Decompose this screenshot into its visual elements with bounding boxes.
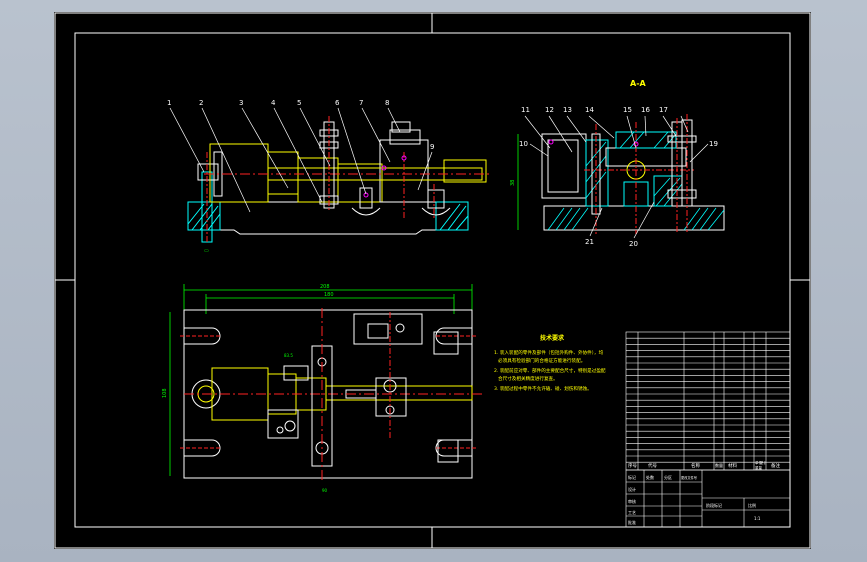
balloon-2: 2 (199, 99, 203, 107)
dim-plan-left: 108 (162, 388, 168, 398)
balloon-9: 9 (430, 143, 434, 151)
dim-section-height: 38 (510, 180, 516, 186)
section-view-balloons: 11 12 13 14 15 16 17 10 19 20 21 (519, 106, 718, 248)
assembly-drawing: ▭ 1 2 3 4 5 6 7 8 9 A-A (54, 12, 811, 549)
balloon-21: 21 (585, 238, 594, 246)
dim-plan-bottom: 90 (322, 488, 328, 493)
balloon-8: 8 (385, 99, 389, 107)
balloon-19: 19 (709, 140, 718, 148)
tb-label-approve: 批准 (628, 519, 636, 525)
balloon-11: 11 (521, 106, 530, 114)
tech-req-line-3: 2. 装配前应对零、部件的主要配合尺寸，特别是过盈配 (494, 367, 606, 374)
balloon-16: 16 (641, 106, 650, 114)
bom-header-mass: 重量 (755, 465, 763, 470)
balloon-7: 7 (359, 99, 363, 107)
balloon-5: 5 (297, 99, 301, 107)
bom-header-total: 总计 (760, 460, 768, 465)
cad-viewport[interactable]: ▭ 1 2 3 4 5 6 7 8 9 A-A (54, 12, 811, 549)
balloon-13: 13 (563, 106, 572, 114)
tech-req-line-4: 合尺寸及相关精度进行复查。 (498, 375, 558, 382)
balloon-10: 10 (519, 140, 528, 148)
balloon-17: 17 (659, 106, 668, 114)
front-view-balloons: 1 2 3 4 5 6 7 8 9 (167, 99, 434, 213)
balloon-6: 6 (335, 99, 340, 107)
balloon-14: 14 (585, 106, 594, 114)
tech-req-title: 技术要求 (540, 334, 565, 342)
tb-label-design: 设计 (628, 486, 636, 492)
bom-header-material: 材料 (728, 462, 737, 469)
balloon-12: 12 (545, 106, 554, 114)
bom-header-qty: 数量 (715, 462, 723, 468)
technical-requirements: 技术要求 1. 装入装配的零件及部件（包括外购件、外协件），均 必须具有检验部门… (494, 334, 606, 392)
title-block: 标记 处数 分区 更改文件号 设计 审核 工艺 批准 阶段标记 比例 1:1 (625, 469, 791, 528)
tb-label-zone: 分区 (664, 474, 672, 480)
drawing-frame (74, 32, 791, 528)
balloon-4: 4 (271, 99, 276, 107)
bom-header-unit: 单件 (755, 460, 763, 465)
tb-label-process: 工艺 (628, 510, 636, 515)
balloon-1: 1 (167, 99, 171, 107)
tb-scale-value: 1:1 (754, 516, 761, 521)
dim-inner: 180 (324, 292, 334, 298)
balloon-3: 3 (239, 99, 243, 107)
plan-view: 208 180 108 (162, 284, 484, 493)
tb-scale-label: 比例 (748, 502, 756, 508)
tb-label-mark: 标记 (628, 474, 636, 480)
tech-req-line-5: 3. 装配过程中零件不允许磕、碰、划伤和锈蚀。 (494, 385, 592, 392)
tb-label-review: 审核 (628, 498, 636, 504)
bom-header-code: 代号 (648, 462, 657, 469)
tech-req-line-2: 必须具有检验部门的合格证方能进行装配。 (498, 357, 585, 364)
tb-stage-label: 阶段标记 (706, 502, 722, 508)
section-view: 38 (510, 114, 725, 234)
tb-label-count: 处数 (646, 474, 654, 480)
svg-text:▭: ▭ (204, 248, 209, 254)
tech-req-line-1: 1. 装入装配的零件及部件（包括外购件、外协件），均 (494, 349, 604, 356)
section-title: A-A (630, 79, 647, 88)
bom-header-name: 名称 (691, 462, 700, 469)
parts-list-headers: 序号 代号 名称 数量 材料 单件 总计 重量 备注 (628, 460, 780, 470)
balloon-15: 15 (623, 106, 632, 114)
front-view: ▭ (187, 116, 492, 254)
bom-header-no: 序号 (628, 462, 637, 469)
tb-label-change: 更改文件号 (681, 475, 697, 480)
parts-list (625, 331, 791, 471)
dim-plan-mid: 83.5 (284, 353, 293, 358)
dim-overall: 208 (320, 284, 330, 290)
balloon-20: 20 (629, 240, 638, 248)
bom-header-remark: 备注 (771, 462, 780, 469)
